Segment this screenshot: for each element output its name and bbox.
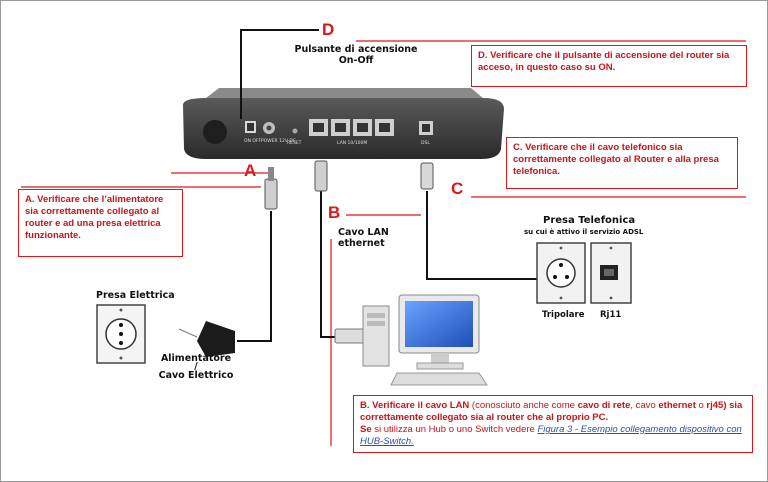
callout-a-text: A. Verificare che l’alimentatore sia cor… <box>25 194 164 241</box>
port-label-power: POWER 12V DC <box>261 139 296 144</box>
phone-socket <box>536 242 632 304</box>
figure-3-link[interactable]: Figura 3 - Esempio collegamento disposit… <box>360 424 742 447</box>
router <box>183 88 504 159</box>
callout-b: B. Verificare il cavo LAN (conosciuto an… <box>353 395 753 453</box>
router-speaker-grille <box>203 120 227 144</box>
marker-a: A <box>244 161 257 180</box>
power-button-label-line2: On-Off <box>338 55 374 66</box>
marker-b: B <box>328 203 341 222</box>
marker-c: C <box>451 179 464 198</box>
power-cable <box>178 167 278 357</box>
lan-cable-label-line2: ethernet <box>338 238 385 249</box>
power-supply-label: Alimentatore / Cavo Elettrico <box>154 353 238 381</box>
keyboard <box>390 372 488 386</box>
port-label-reset: RESET <box>287 141 302 146</box>
callout-c-text: C. Verificare che il cavo telefonico sia… <box>513 142 719 177</box>
callout-b-bold2: cavo di rete <box>577 400 631 411</box>
power-supply-label-sep: / <box>194 361 198 372</box>
callout-d-text: D. Verificare che il pulsante di accensi… <box>478 50 730 73</box>
callout-d: D. Verificare che il pulsante di accensi… <box>471 45 747 87</box>
callout-b-norm2: , cavo <box>630 400 659 411</box>
port-label-dsl: DSL <box>421 141 430 146</box>
tripolare-label: Tripolare <box>542 310 585 320</box>
power-supply-label-line2: Cavo Elettrico <box>158 370 234 381</box>
port-label-on-off: ON OFF <box>244 139 262 144</box>
power-button-label: Pulsante di accensione On-Off <box>286 44 426 66</box>
power-adapter <box>197 321 235 357</box>
callout-b-se: Se <box>360 424 372 435</box>
electric-socket-label: Presa Elettrica <box>96 290 175 301</box>
power-button-label-line1: Pulsante di accensione <box>294 44 418 55</box>
rj11-label: Rj11 <box>600 310 622 320</box>
callout-b-norm4: si utilizza un Hub o uno Switch vedere <box>371 424 538 435</box>
callout-b-norm1: (conosciuto anche come <box>469 400 578 411</box>
callout-b-bold4: rj45) sia correttamente collegato sia al… <box>360 400 743 423</box>
power-supply-label-line1: Alimentatore <box>160 353 232 364</box>
pc <box>362 294 488 386</box>
power-button-pointer <box>240 29 319 119</box>
callout-b-bold1: B. Verificare il cavo LAN <box>360 400 470 411</box>
marker-d: D <box>322 20 335 39</box>
phone-socket-title: Presa Telefonica <box>543 215 636 226</box>
callout-b-norm3: o <box>695 400 707 411</box>
red-rule-lines <box>21 40 746 446</box>
callout-b-bold3: ethernet <box>658 400 696 411</box>
reset-button <box>292 128 298 134</box>
phone-socket-subtitle: su cui è attivo il servizio ADSL <box>524 228 644 236</box>
callout-c: C. Verificare che il cavo telefonico sia… <box>506 137 738 189</box>
phone-cable <box>420 162 543 280</box>
lan-cable-label: Cavo LAN ethernet <box>338 227 389 249</box>
callout-a: A. Verificare che l’alimentatore sia cor… <box>18 189 183 257</box>
electric-socket <box>96 304 146 364</box>
port-label-lan: LAN 10/100M <box>337 141 368 146</box>
lan-cable-label-line1: Cavo LAN <box>338 227 389 238</box>
lan-cable <box>314 160 366 344</box>
